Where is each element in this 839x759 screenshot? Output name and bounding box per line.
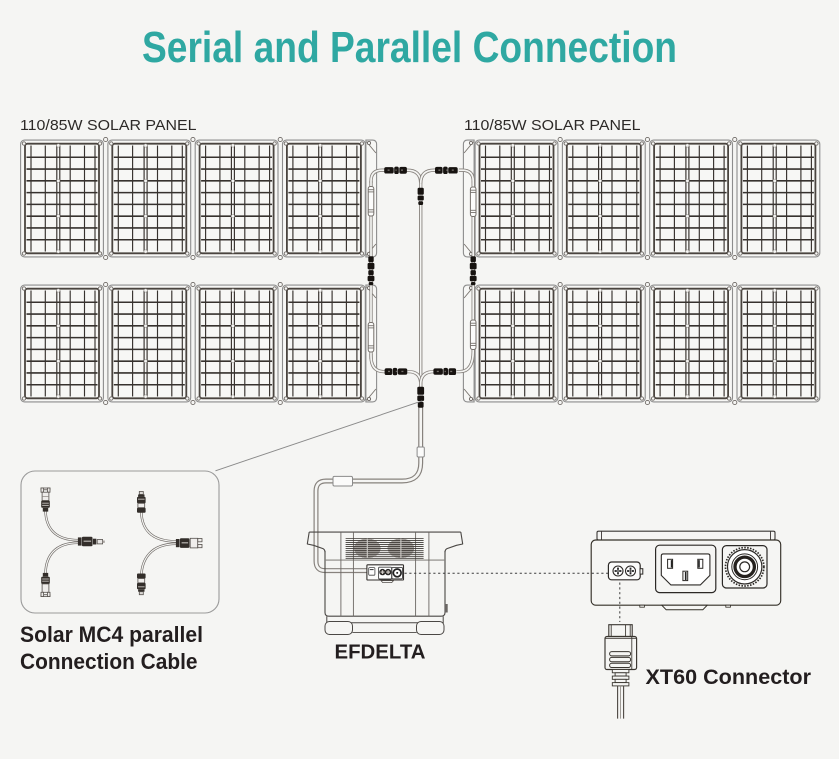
svg-text:Solar MC4 parallel: Solar MC4 parallel (20, 622, 203, 647)
svg-text:Connection Cable: Connection Cable (20, 649, 198, 674)
svg-text:110/85W SOLAR PANEL: 110/85W SOLAR PANEL (464, 118, 641, 134)
svg-text:EFDELTA: EFDELTA (335, 641, 426, 664)
svg-text:110/85W SOLAR PANEL: 110/85W SOLAR PANEL (20, 118, 197, 134)
svg-text:XT60 Connector: XT60 Connector (646, 666, 812, 689)
svg-text:Serial and Parallel Connection: Serial and Parallel Connection (142, 23, 677, 72)
